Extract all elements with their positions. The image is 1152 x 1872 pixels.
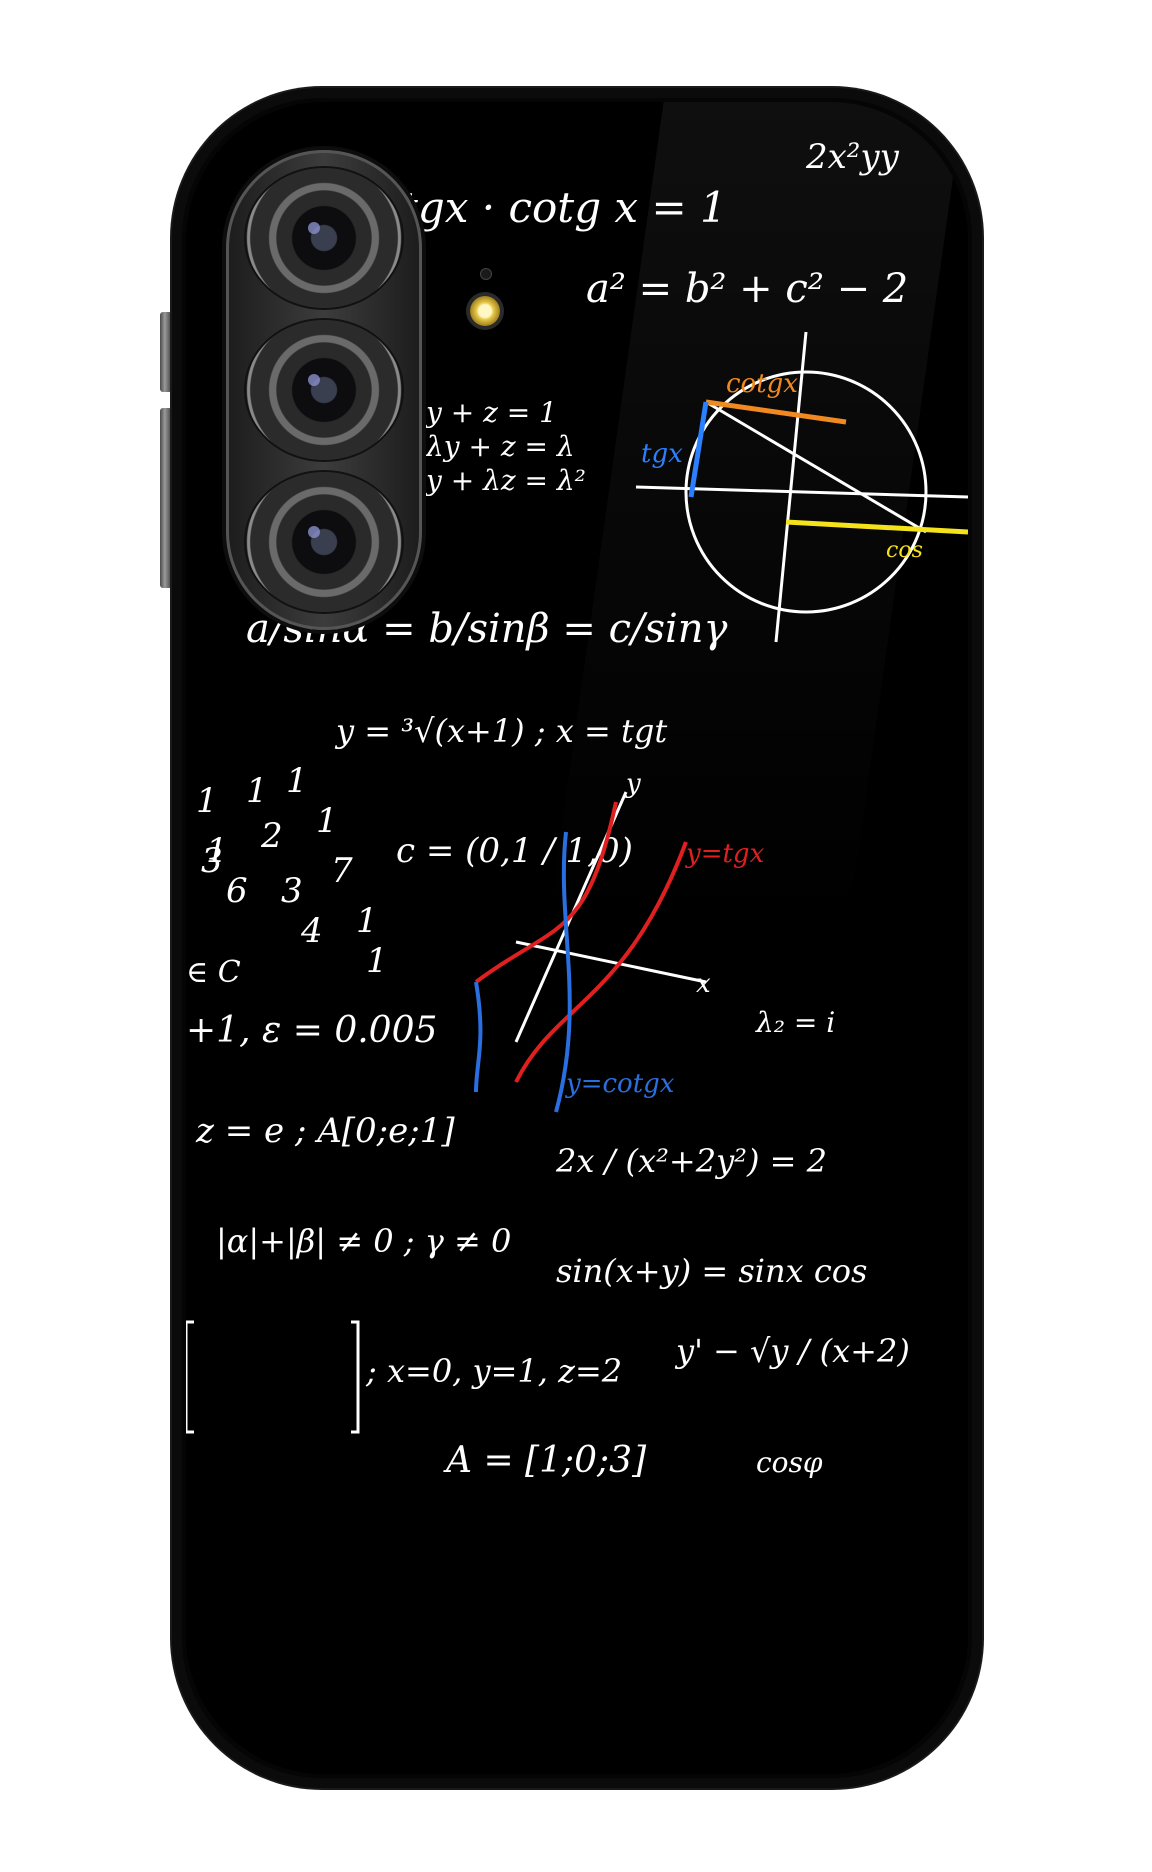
equation-sin-sum: sin(x+y) = sinx cos xyxy=(556,1252,867,1290)
equation-alpha-beta: |α|+|β| ≠ 0 ; γ ≠ 0 xyxy=(216,1222,511,1260)
power-button xyxy=(160,408,172,588)
x-axis-label: x xyxy=(696,969,711,999)
cluster-number: 1 xyxy=(246,771,268,811)
equation-cos-phi: cosφ xyxy=(756,1446,823,1479)
equation-fraction-2x: 2x / (x²+2y²) = 2 xyxy=(555,1142,827,1180)
equation-epsilon: +1, ε = 0.005 xyxy=(186,1010,437,1051)
tg-curve-label: y=tgx xyxy=(685,839,765,869)
flash-icon xyxy=(470,296,500,326)
cluster-number: 2 xyxy=(260,816,283,856)
volume-button xyxy=(160,312,172,392)
cluster-number: 1 xyxy=(366,941,388,981)
cluster-number: 1 xyxy=(356,901,378,941)
camera-lens-icon xyxy=(246,472,402,612)
cotg-label: cotgx xyxy=(726,369,798,399)
cluster-number: 1 xyxy=(196,781,218,821)
equation-xyz: ; x=0, y=1, z=2 xyxy=(365,1352,622,1390)
camera-cutout xyxy=(226,150,422,630)
equation-derivative: y' − √y / (x+2) xyxy=(674,1332,910,1370)
equation-in-c: ∈ C xyxy=(186,955,241,990)
cluster-number: 3 xyxy=(201,841,223,881)
equation-cube-root: y = ³√(x+1) ; x = tgt xyxy=(334,712,667,750)
number-cluster: 1 1 1 1 2 1 3 6 3 7 4 1 1 xyxy=(196,761,388,981)
cluster-number: 1 xyxy=(206,831,228,871)
camera-lens-icon xyxy=(246,320,402,460)
equation-cosine-law: a² = b² + c² − 2 xyxy=(586,266,908,312)
microphone-hole xyxy=(480,268,492,280)
equation-2x2yy: 2x²yy xyxy=(805,137,900,177)
cotg-curve-label: y=cotgx xyxy=(565,1069,675,1099)
y-axis-label: y xyxy=(625,769,641,799)
cluster-number: 7 xyxy=(331,851,353,891)
cluster-number: 1 xyxy=(286,761,308,801)
matrix-left xyxy=(186,1320,360,1434)
cluster-number: 3 xyxy=(281,871,303,911)
equation-tg-cotg: tgx · cotg x = 1 xyxy=(401,183,727,232)
equation-lambda2: λ₂ = i xyxy=(755,1006,835,1039)
equation-system-2: λy + z = λ xyxy=(425,430,575,463)
cluster-number: 1 xyxy=(316,801,338,841)
equation-system-3: y + λz = λ² xyxy=(424,464,586,497)
unit-circle-diagram: cotgx tgx cos xyxy=(635,331,968,643)
equation-vector-a2: A = [1;0;3] xyxy=(443,1440,647,1481)
cos-label: cos xyxy=(886,538,923,563)
tangent-graph: y=tgx y=cotgx x y xyxy=(474,769,765,1113)
equation-vector-a: z = e ; A[0;e;1] xyxy=(195,1111,455,1151)
cluster-number: 6 xyxy=(226,871,248,911)
camera-lens-icon xyxy=(246,168,402,308)
cluster-number: 4 xyxy=(300,911,323,951)
equation-system-1: y + z = 1 xyxy=(424,396,557,429)
tg-label: tgx xyxy=(641,439,683,469)
